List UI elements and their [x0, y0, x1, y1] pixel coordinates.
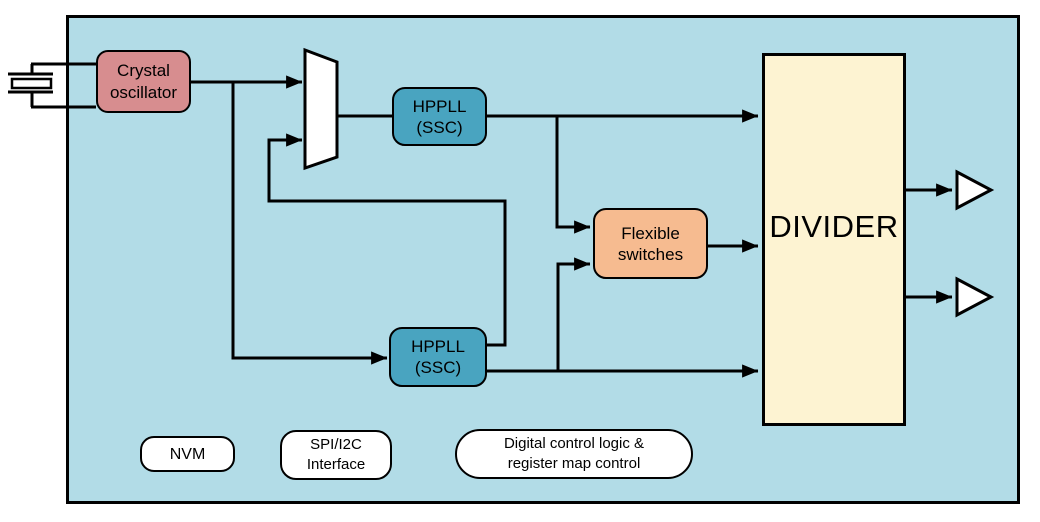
- spi-i2c-label-line2: Interface: [306, 456, 366, 473]
- flexible-switches-block: Flexible switches: [593, 208, 708, 279]
- output-buffer-icon-1: [955, 169, 995, 211]
- crystal-top-lead: [30, 62, 96, 74]
- output-buffer-icon-2: [955, 276, 995, 318]
- flexible-switches-label-line2: switches: [617, 244, 684, 264]
- crystal-oscillator-block: Crystal oscillator: [96, 50, 191, 113]
- hppll-ssc-bottom-block: HPPLL (SSC): [389, 327, 487, 387]
- divider-block: DIVIDER: [762, 53, 906, 426]
- digital-control-label-line2: register map control: [507, 455, 641, 472]
- hppll-top-label-line1: HPPLL: [412, 96, 467, 116]
- wire-bottom-pll-feedback-to-mux: [267, 133, 507, 347]
- wire-osc-to-bottom-pll: [231, 82, 388, 365]
- spi-i2c-interface-block: SPI/I2C Interface: [280, 430, 392, 480]
- flexible-switches-label-line1: Flexible: [621, 223, 680, 243]
- nvm-label: NVM: [169, 445, 206, 463]
- crystal-oscillator-label-line1: Crystal: [117, 60, 170, 80]
- hppll-top-label-line2: (SSC): [416, 117, 463, 137]
- spi-i2c-label-line1: SPI/I2C: [310, 436, 362, 453]
- hppll-bottom-label-line1: HPPLL: [411, 337, 465, 356]
- hppll-bottom-label-line2: (SSC): [414, 358, 462, 377]
- hppll-ssc-top-block: HPPLL (SSC): [392, 87, 487, 146]
- mux-icon: [303, 47, 339, 171]
- digital-control-label-line1: Digital control logic &: [503, 435, 645, 452]
- wire-top-pll-to-switches: [555, 116, 591, 234]
- crystal-body: [10, 77, 53, 90]
- wire-bottom-pll-to-switches: [556, 257, 591, 371]
- crystal-oscillator-label-line2: oscillator: [109, 82, 178, 102]
- crystal-icon: [8, 62, 96, 109]
- signal-wires: [191, 75, 953, 378]
- crystal-bottom-lead: [30, 92, 96, 109]
- nvm-block: NVM: [140, 436, 235, 472]
- digital-control-block: Digital control logic & register map con…: [455, 429, 693, 479]
- divider-label: DIVIDER: [769, 209, 899, 244]
